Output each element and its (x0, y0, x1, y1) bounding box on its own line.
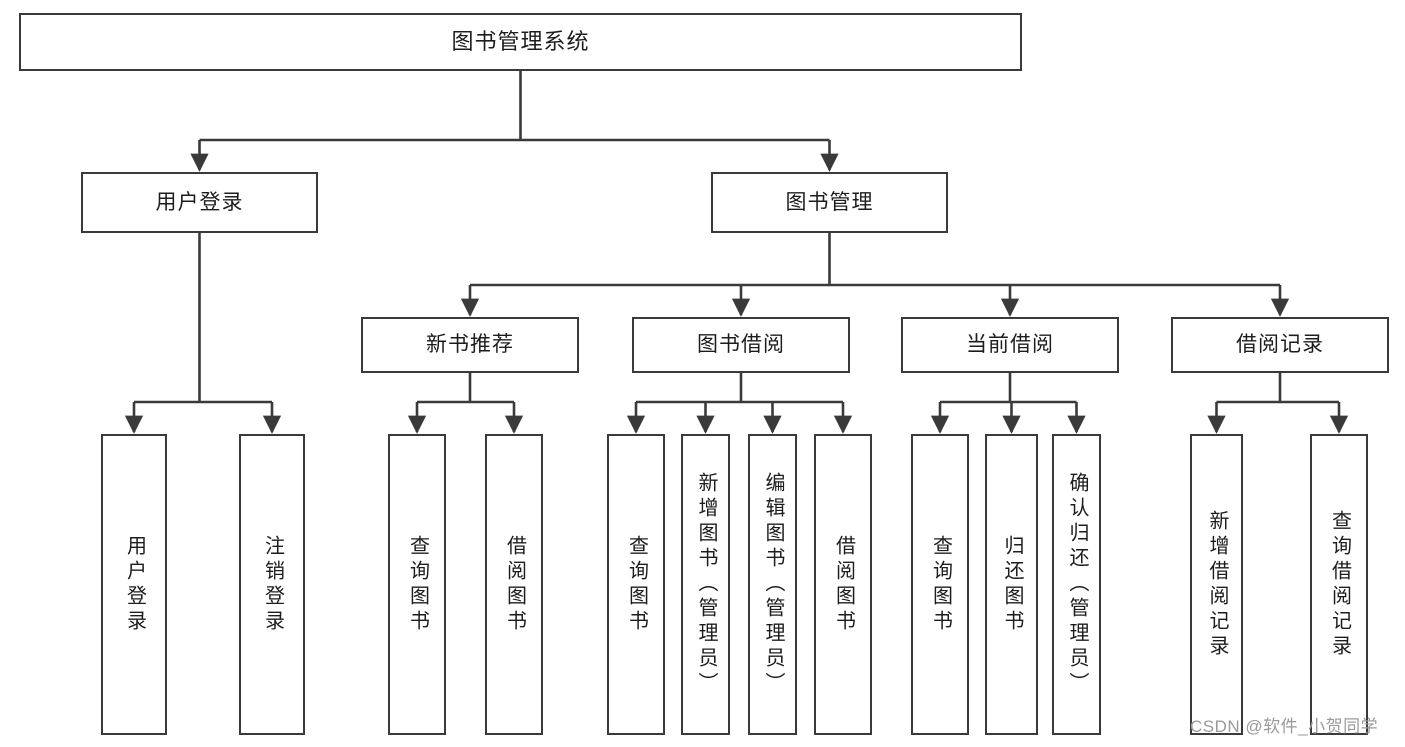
node-label: 注销登录 (261, 534, 284, 635)
node-label: 查询图书 (625, 534, 648, 635)
node-label: 当前借阅 (966, 333, 1054, 357)
node-label: 借阅图书 (503, 534, 526, 635)
node-label: 用户登录 (155, 190, 244, 214)
node-leaf-return-book[interactable]: 归还图书 (985, 434, 1038, 735)
node-new-book-rec[interactable]: 新书推荐 (361, 317, 579, 373)
node-leaf-user-logout[interactable]: 注销登录 (239, 434, 305, 735)
node-label: 新增图书（管理员） (695, 472, 717, 697)
node-borrow-record[interactable]: 借阅记录 (1171, 317, 1389, 373)
node-leaf-borrow-book-2[interactable]: 借阅图书 (814, 434, 872, 735)
node-leaf-query-book-1[interactable]: 查询图书 (388, 434, 446, 735)
node-label: 查询图书 (929, 534, 952, 635)
node-leaf-edit-book[interactable]: 编辑图书（管理员） (748, 434, 797, 735)
node-leaf-confirm-return[interactable]: 确认归还（管理员） (1052, 434, 1101, 735)
node-label: 新增借阅记录 (1206, 509, 1228, 660)
node-leaf-user-login[interactable]: 用户登录 (101, 434, 167, 735)
node-label: 图书管理 (785, 190, 874, 214)
node-leaf-query-record[interactable]: 查询借阅记录 (1310, 434, 1368, 735)
node-leaf-borrow-book-1[interactable]: 借阅图书 (485, 434, 543, 735)
node-label: 借阅图书 (832, 534, 855, 635)
node-label: 借阅记录 (1236, 333, 1324, 357)
node-label: 查询借阅记录 (1328, 509, 1351, 660)
node-root-system[interactable]: 图书管理系统 (19, 13, 1022, 71)
node-label: 用户登录 (123, 534, 146, 635)
node-user-login[interactable]: 用户登录 (81, 172, 318, 233)
node-leaf-query-book-3[interactable]: 查询图书 (911, 434, 969, 735)
node-label: 确认归还（管理员） (1066, 472, 1088, 697)
node-leaf-add-book[interactable]: 新增图书（管理员） (681, 434, 730, 735)
node-label: 归还图书 (1001, 534, 1023, 635)
node-current-borrow[interactable]: 当前借阅 (901, 317, 1119, 373)
node-label: 查询图书 (406, 534, 429, 635)
node-label: 新书推荐 (426, 333, 514, 357)
node-book-manage[interactable]: 图书管理 (711, 172, 948, 233)
node-leaf-query-book-2[interactable]: 查询图书 (607, 434, 665, 735)
node-label: 编辑图书（管理员） (762, 472, 784, 697)
csdn-watermark: CSDN @软件_小贺同学 (1190, 717, 1379, 736)
node-label: 图书借阅 (697, 333, 785, 357)
node-book-borrow[interactable]: 图书借阅 (632, 317, 850, 373)
node-label: 图书管理系统 (451, 28, 590, 54)
node-leaf-add-record[interactable]: 新增借阅记录 (1190, 434, 1243, 735)
